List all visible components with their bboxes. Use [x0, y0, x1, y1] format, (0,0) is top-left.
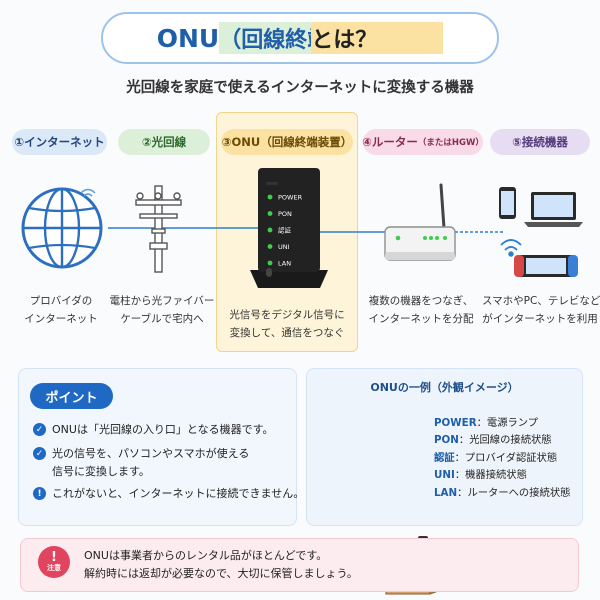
- led-2: [267, 227, 273, 233]
- example-title: ONUの一例（外観イメージ）: [370, 381, 519, 394]
- onu-power-button: [266, 268, 272, 277]
- example-led-desc-3: UNI：機器接続状態: [434, 469, 527, 482]
- led-label-3: UNI: [278, 243, 290, 251]
- point-item-3: ! これがないと、インターネットに接続できません。: [33, 485, 304, 503]
- utility-pole-icon: [135, 185, 182, 273]
- notice-panel: [20, 538, 579, 592]
- subtitle: 光回線を家庭で使えるインターネットに変換する機器: [126, 80, 474, 96]
- laptop-icon: [524, 192, 583, 227]
- globe-icon: [21, 187, 103, 269]
- step-internet-label: ①インターネット: [12, 129, 107, 155]
- led-label-2: 認証: [278, 226, 292, 235]
- step-internet-caption: プロバイダのインターネット: [24, 295, 98, 325]
- exclamation-icon: !: [33, 487, 46, 500]
- led-1: [267, 211, 273, 216]
- wifi-icon: [500, 239, 522, 257]
- step-fiber-label: ②光回線: [118, 129, 210, 155]
- step-devices-label: ⑤接続機器: [490, 129, 590, 155]
- step-fiber-caption: 電柱から光ファイバーケーブルで宅内へ: [109, 295, 215, 325]
- page-title: ONU （回線終端装置） とは？: [101, 12, 499, 64]
- router-icon: [384, 183, 456, 261]
- check-icon: ✓: [33, 447, 46, 460]
- example-led-desc-1: PON：光回線の接続状態: [434, 434, 552, 447]
- point-item-2: ✓ 光の信号を、パソコンやスマホが使える信号に変換します。: [33, 445, 249, 481]
- led-label-4: LAN: [278, 260, 291, 268]
- step-onu-label: ③ONU（回線終端装置）: [221, 129, 353, 155]
- title-main: ONU: [156, 23, 220, 53]
- step-router-label: ④ルーター（またはHGW）: [362, 129, 484, 155]
- notice-text: ONUは事業者からのレンタル品がほとんどです。 解約時には返却が必要なので、大切…: [84, 549, 358, 580]
- wifi-small-icon: [80, 188, 96, 197]
- smartphone-icon: [499, 187, 516, 219]
- warning-icon-label: 注意: [47, 564, 61, 572]
- onu-led-panel: POWER PON 認証 UNI LAN: [267, 194, 303, 268]
- led-label-0: POWER: [278, 194, 303, 202]
- point-item-1: ✓ ONUは「光回線の入り口」となる機器です。: [33, 421, 274, 439]
- led-3: [267, 244, 273, 249]
- step-onu-caption: 光信号をデジタル信号に変換して、通信をつなぐ: [229, 309, 345, 339]
- step-devices-caption: スマホやPC、テレビなどがインターネットを利用: [482, 295, 600, 325]
- title-suffix: とは？: [311, 22, 444, 54]
- example-led-desc-4: LAN：ルーターへの接続状態: [434, 486, 571, 499]
- game-console-icon: [514, 255, 578, 277]
- points-badge: ポイント: [30, 383, 113, 409]
- example-panel: [306, 368, 583, 526]
- check-icon: ✓: [33, 423, 46, 436]
- example-led-desc-2: 認証：プロバイダ認証状態: [434, 451, 558, 464]
- step-router-caption: 複数の機器をつなぎ、インターネットを分配: [368, 295, 474, 325]
- warning-icon: ! 注意: [38, 546, 70, 578]
- led-0: [267, 194, 273, 200]
- led-4: [267, 260, 273, 266]
- example-led-desc-0: POWER：電源ランプ: [434, 417, 539, 429]
- led-label-1: PON: [278, 210, 292, 218]
